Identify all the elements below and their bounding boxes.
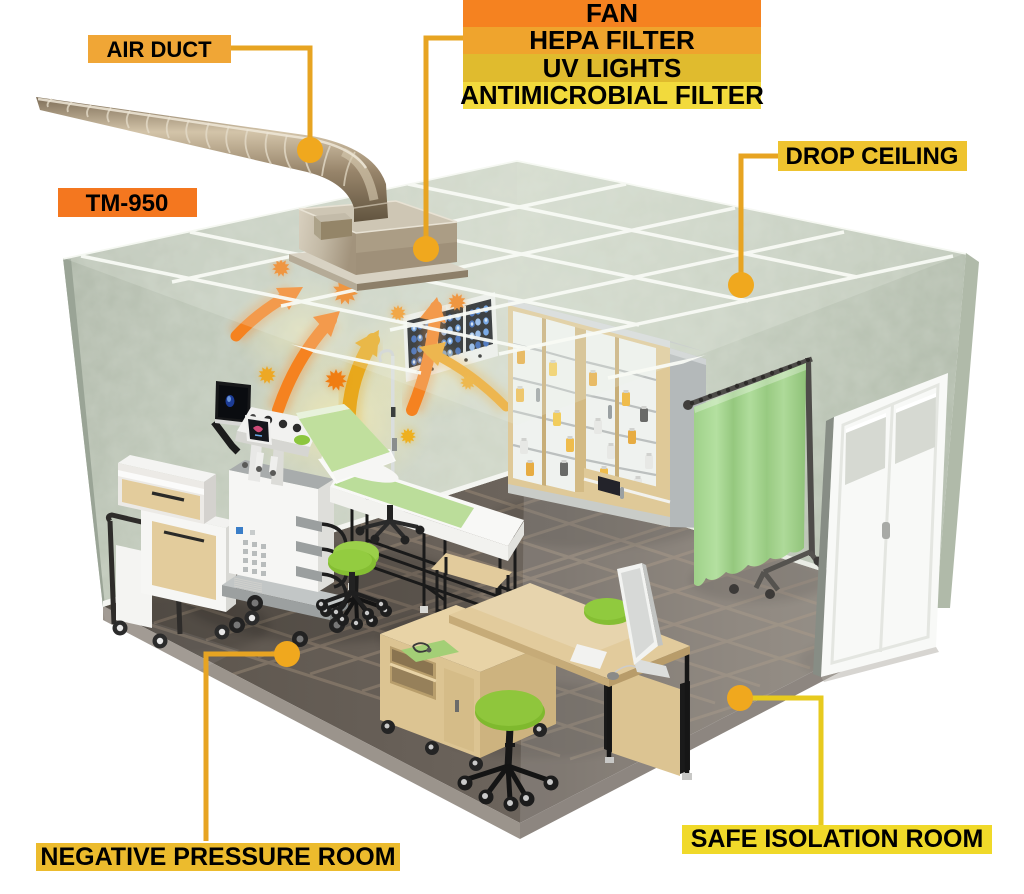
svg-text:DROP CEILING: DROP CEILING	[786, 143, 959, 170]
svg-text:AIR DUCT: AIR DUCT	[106, 37, 212, 62]
svg-text:NEGATIVE PRESSURE ROOM: NEGATIVE PRESSURE ROOM	[40, 843, 395, 871]
svg-text:UV LIGHTS: UV LIGHTS	[543, 53, 682, 83]
svg-text:ANTIMICROBIAL FILTER: ANTIMICROBIAL FILTER	[460, 80, 764, 110]
svg-text:FAN: FAN	[586, 0, 638, 28]
svg-text:HEPA FILTER: HEPA FILTER	[529, 25, 695, 55]
svg-text:TM-950: TM-950	[86, 190, 169, 217]
svg-text:SAFE ISOLATION ROOM: SAFE ISOLATION ROOM	[691, 825, 984, 853]
